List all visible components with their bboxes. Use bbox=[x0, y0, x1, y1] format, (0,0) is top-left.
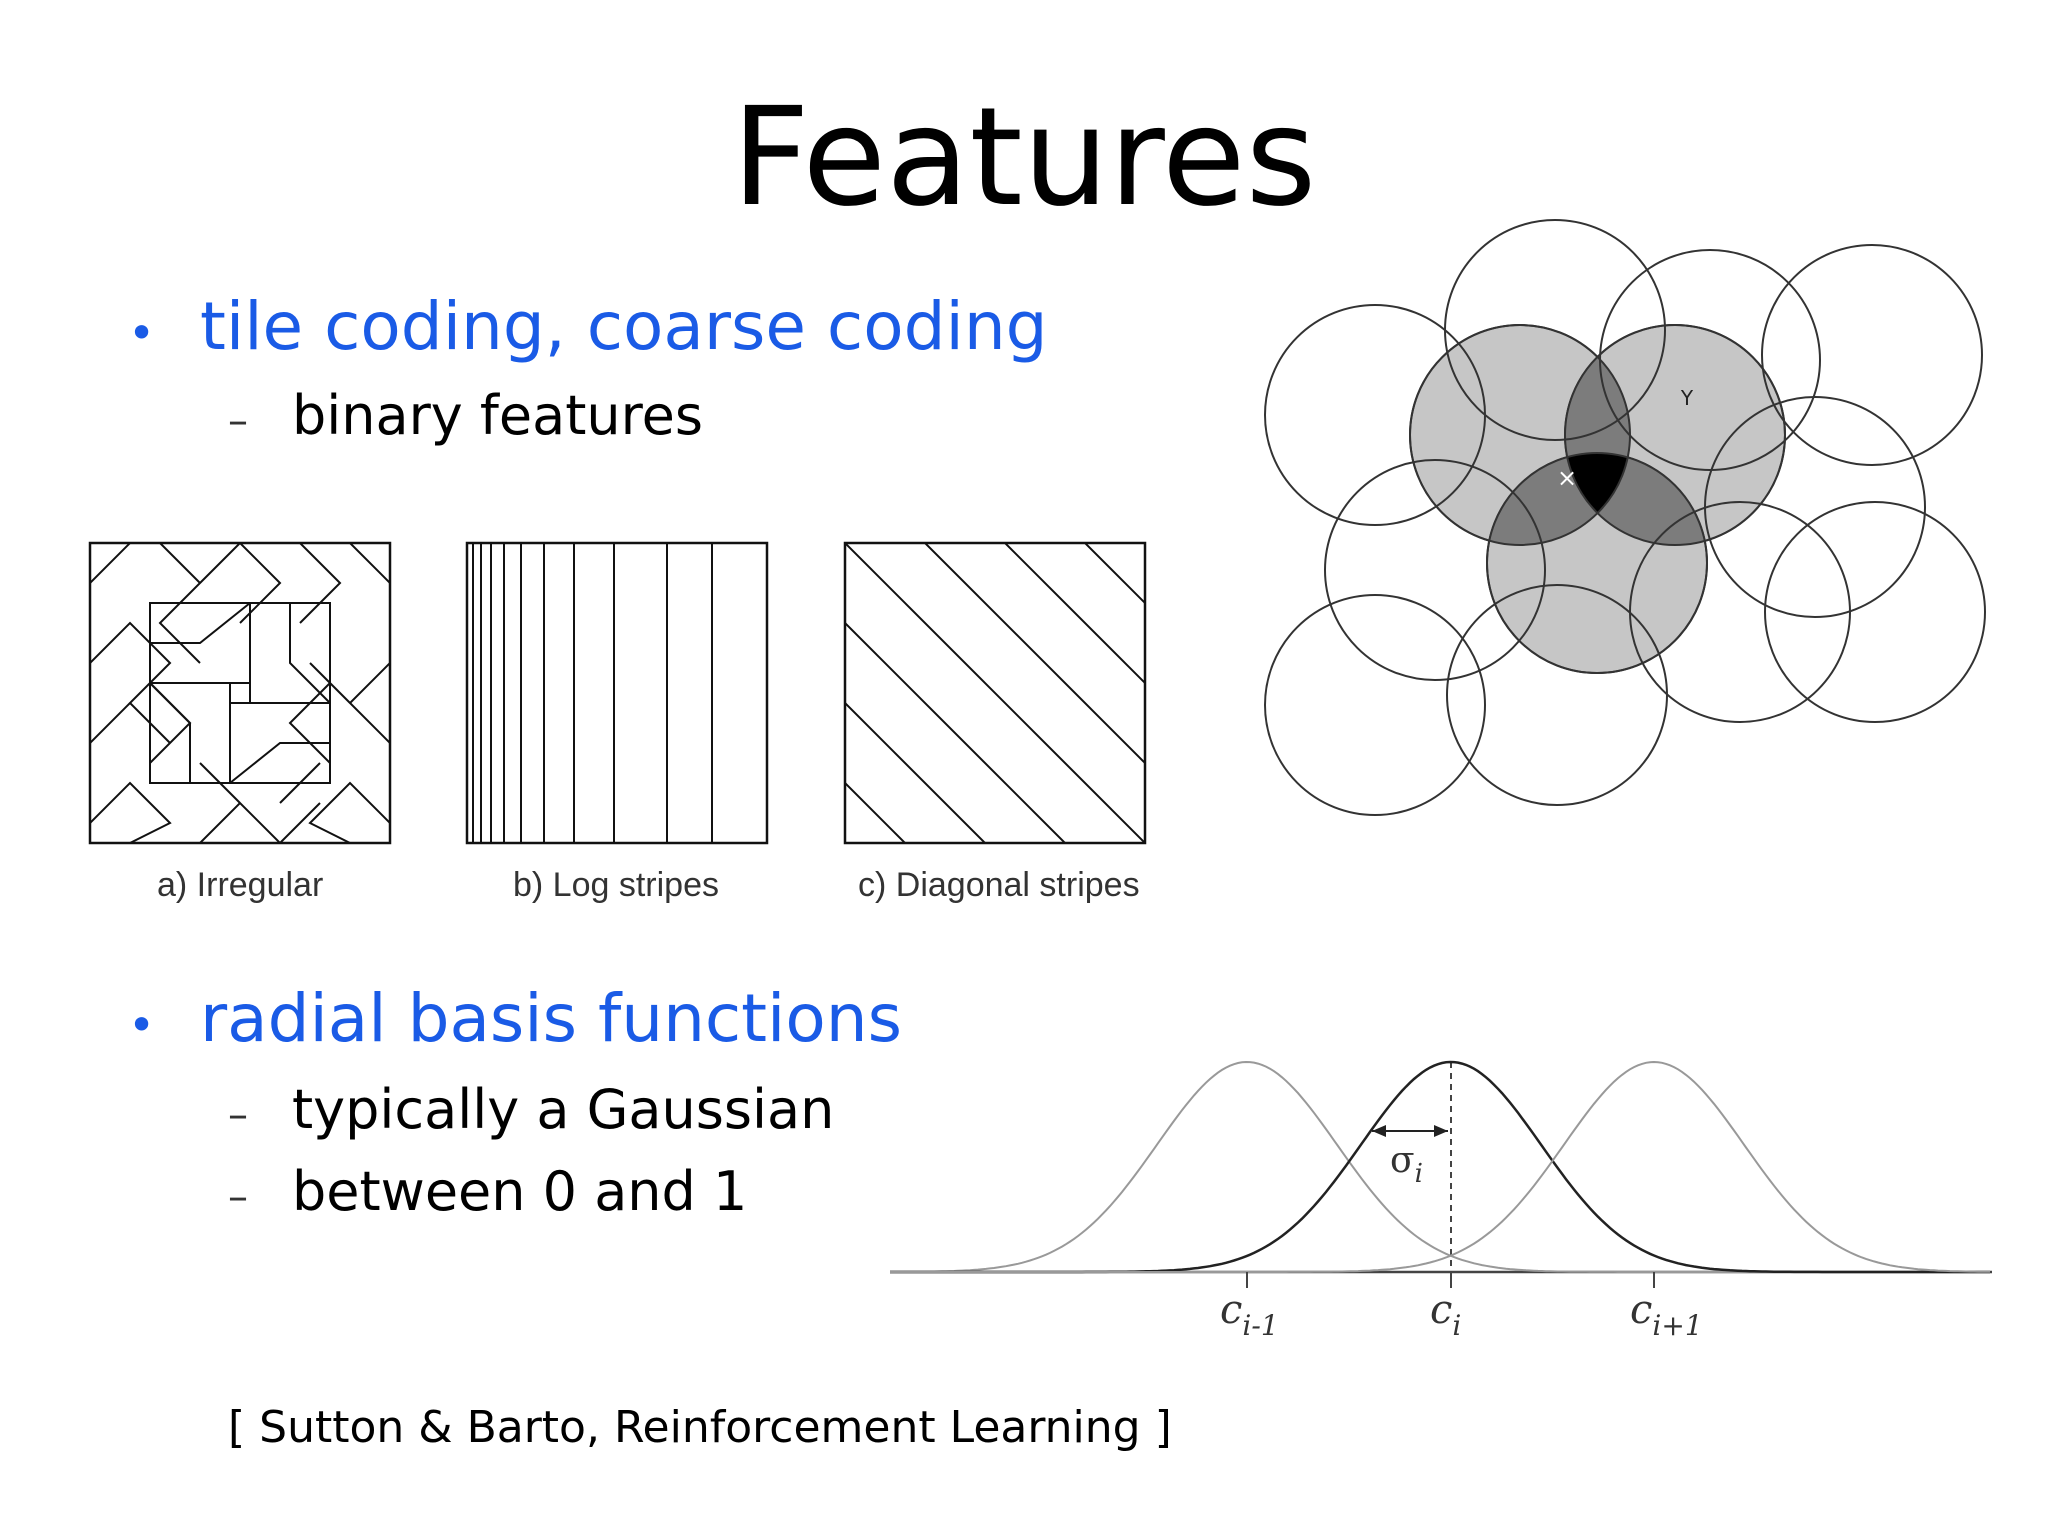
tiling-log-stripes bbox=[465, 541, 769, 845]
citation: [ Sutton & Barto, Reinforcement Learning… bbox=[228, 1402, 1172, 1453]
tiling-diagonal-stripes bbox=[843, 541, 1147, 845]
gaussian-curve-center bbox=[890, 1060, 1990, 1274]
subitem-text: between 0 and 1 bbox=[292, 1160, 748, 1223]
point-y-label: Y bbox=[1680, 386, 1694, 410]
center-label-current: ci bbox=[1430, 1287, 1461, 1342]
bullet-rbf: • radial basis functions bbox=[128, 980, 902, 1057]
caption-irregular: a) Irregular bbox=[157, 866, 324, 904]
dash: – bbox=[228, 1174, 248, 1220]
bullet-tile-coding: • tile coding, coarse coding bbox=[128, 288, 1048, 365]
dash: – bbox=[228, 1092, 248, 1138]
bullet-dot: • bbox=[128, 998, 156, 1052]
subitem-text: typically a Gaussian bbox=[292, 1078, 835, 1141]
rbf-gaussians-diagram: σi ci-1 ci ci+1 bbox=[890, 1060, 1992, 1342]
center-label-prev: ci-1 bbox=[1220, 1287, 1279, 1342]
gaussian-curve-right bbox=[890, 1060, 1990, 1273]
subitem-range: – between 0 and 1 bbox=[228, 1160, 747, 1223]
point-x-label: × bbox=[1557, 464, 1577, 492]
sigma-label: σi bbox=[1390, 1140, 1423, 1189]
caption-diagonal-stripes: c) Diagonal stripes bbox=[858, 866, 1140, 904]
subitem-gaussian: – typically a Gaussian bbox=[228, 1078, 834, 1141]
subitem-binary-features: – binary features bbox=[228, 384, 703, 447]
bullet-text: radial basis functions bbox=[200, 980, 902, 1057]
center-label-next: ci+1 bbox=[1630, 1287, 1703, 1342]
gaussian-curve-left bbox=[890, 1060, 1990, 1273]
bullet-dot: • bbox=[128, 306, 156, 360]
tiling-irregular bbox=[88, 541, 392, 845]
dash: – bbox=[228, 398, 248, 444]
slide-title: Features bbox=[731, 79, 1317, 237]
subitem-text: binary features bbox=[292, 384, 704, 447]
caption-log-stripes: b) Log stripes bbox=[513, 866, 719, 904]
bullet-text: tile coding, coarse coding bbox=[200, 288, 1048, 365]
coarse-coding-diagram: × Y bbox=[1264, 219, 1986, 816]
